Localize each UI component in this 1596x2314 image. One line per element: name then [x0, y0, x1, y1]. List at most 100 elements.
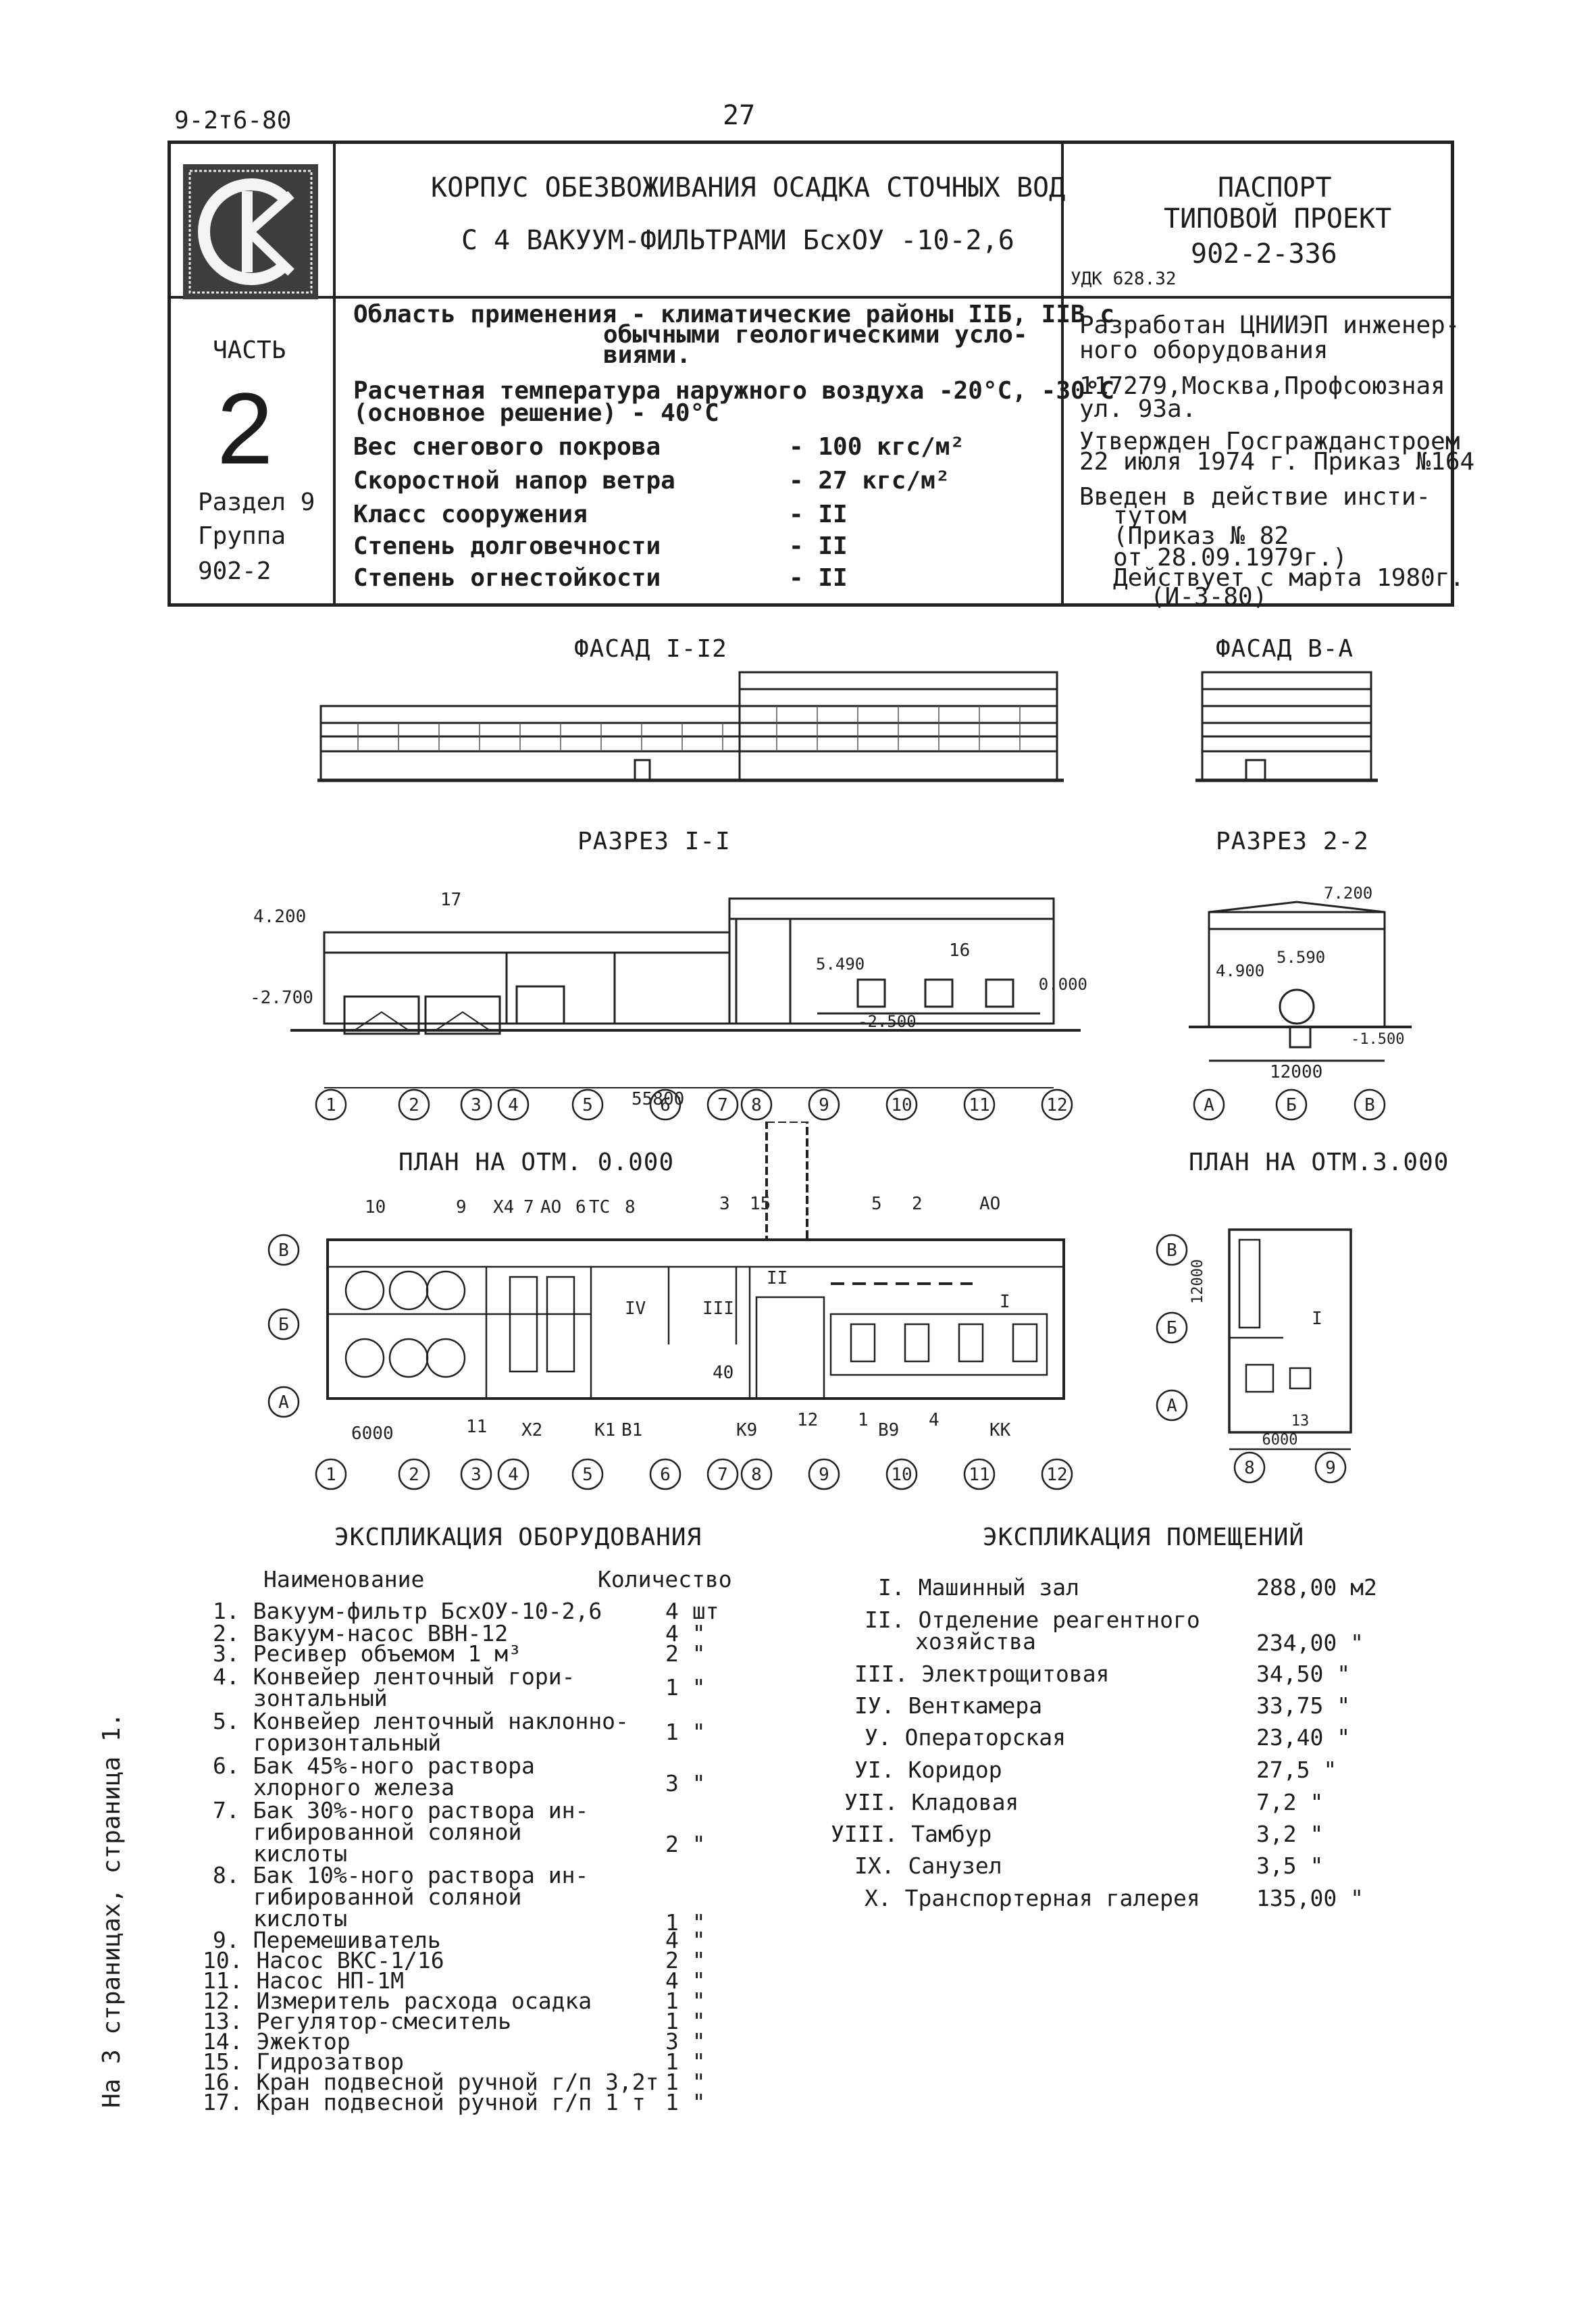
room-area: 3,5 " — [1256, 1853, 1324, 1879]
plan-callout: 11 — [466, 1417, 487, 1437]
plan-callout: 4 — [929, 1410, 939, 1430]
axis-label: 1 — [326, 1095, 336, 1115]
section-1-drawing: 4.200 -2.700 55800 17 16 5.490 0.000 -2.… — [250, 890, 1087, 1109]
rooms-table-title: ЭКСПЛИКАЦИЯ ПОМЕЩЕНИЙ — [983, 1524, 1305, 1551]
list-item: 14. Эжектор — [203, 2028, 351, 2055]
spec-value: - II — [789, 564, 848, 592]
typical-project-label: ТИПОВОЙ ПРОЕКТ — [1164, 203, 1392, 234]
page-number: 27 — [723, 100, 756, 131]
spec-label: Скоростной напор ветра — [353, 467, 675, 495]
axis-label: 12 — [1046, 1095, 1067, 1115]
axis-label: 10 — [891, 1095, 912, 1115]
section-label: Раздел 9 — [198, 488, 315, 516]
room-area: 234,00 " — [1256, 1630, 1364, 1656]
list-item-continuation: кислоты — [253, 1840, 348, 1867]
list-item-continuation: горизонтальный — [253, 1730, 442, 1756]
address-line1: 117279,Москва,Профсоюзная — [1079, 372, 1445, 400]
room-area: 3,2 " — [1256, 1821, 1324, 1847]
axis-label: А — [278, 1392, 289, 1413]
callout-label: 16 — [949, 940, 970, 961]
plan-1-title: ПЛАН НА ОТМ. 0.000 — [398, 1149, 675, 1176]
axis-label: Б — [278, 1315, 289, 1335]
axis-label: 7 — [717, 1465, 728, 1485]
spec-value: - 100 кгс/м² — [789, 433, 965, 461]
axis-label: 6 — [660, 1095, 671, 1115]
application-area-line1: Область применения - климатические район… — [353, 301, 1115, 328]
list-item: 4. Конвейер ленточный гори- — [213, 1663, 575, 1690]
axis-label: 11 — [969, 1095, 989, 1115]
divider — [333, 296, 1451, 299]
axis-label: 4 — [508, 1095, 519, 1115]
room-number: I — [1312, 1309, 1322, 1329]
list-item: 17. Кран подвесной ручной г/п 1 т — [203, 2089, 646, 2115]
list-item-continuation: гибированной соляной — [253, 1819, 522, 1845]
list-item: УI. Коридор — [854, 1757, 1002, 1783]
plan-callout: 6 — [575, 1197, 586, 1217]
plan-callout: 15 — [750, 1194, 771, 1214]
application-area-line3: виями. — [603, 341, 692, 369]
item-quantity: 4 шт — [665, 1598, 719, 1624]
list-item: 10. Насос ВКС-1/16 — [203, 1947, 444, 1973]
elevation-label: -2.700 — [250, 988, 313, 1008]
plan-2-title: ПЛАН НА ОТМ.3.000 — [1189, 1149, 1449, 1176]
divider — [1061, 144, 1064, 603]
institute-logo — [183, 164, 318, 299]
room-area: 27,5 " — [1256, 1757, 1337, 1783]
axis-label: 3 — [471, 1095, 482, 1115]
list-item: 12. Измеритель расхода осадка — [203, 1988, 592, 2014]
item-quantity: 4 " — [665, 1620, 706, 1646]
room-area: 288,00 м2 — [1256, 1574, 1377, 1601]
approval-line1: Утвержден Госгражданстроем — [1079, 428, 1460, 455]
plan-callout: B9 — [878, 1420, 899, 1440]
spec-label: Степень долговечности — [353, 532, 661, 560]
section-2-drawing: 7.200 4.900 5.590 -1.500 12000 — [1189, 885, 1412, 1081]
list-item-continuation: зонтальный — [253, 1685, 388, 1711]
udk-code: УДК 628.32 — [1071, 269, 1177, 289]
list-item-continuation: хлорного железа — [253, 1774, 455, 1801]
project-number: 902-2-336 — [1191, 238, 1337, 270]
list-item: 16. Кран подвесной ручной г/п 3,2т — [203, 2069, 659, 2095]
facade-2-drawing — [1195, 671, 1378, 782]
order-date: от 28.09.1979г.) — [1113, 544, 1347, 572]
equipment-table-title: ЭКСПЛИКАЦИЯ ОБОРУДОВАНИЯ — [334, 1524, 702, 1551]
spec-label: Вес снегового покрова — [353, 433, 661, 461]
plan-callout: ТС — [589, 1197, 610, 1217]
axis-label: 5 — [582, 1465, 593, 1485]
list-item: II. Отделение реагентного — [865, 1607, 1200, 1633]
axis-label: В — [1166, 1240, 1177, 1261]
item-quantity: 1 " — [665, 1988, 706, 2014]
item-quantity: 1 " — [665, 1674, 706, 1701]
axis-label: 12 — [1046, 1465, 1067, 1485]
design-temperature-line1: Расчетная температура наружного воздуха … — [353, 377, 1115, 405]
room-number: I — [1000, 1292, 1010, 1312]
section-1-title: РАЗРЕЗ I-I — [577, 828, 731, 855]
dimension-label: 6000 — [1262, 1432, 1298, 1449]
plan-1-drawing: 10 9 X4 7 АО 6 ТС 8 3 15 5 2 АО 11 X2 K1… — [326, 1122, 1065, 1444]
room-area: 23,40 " — [1256, 1724, 1351, 1751]
spec-label: Степень огнестойкости — [353, 564, 661, 592]
item-quantity: 1 " — [665, 2069, 706, 2095]
elevation-label: 0.000 — [1039, 975, 1087, 994]
plan-callout: 40 — [713, 1363, 733, 1383]
axis-label: 6 — [660, 1465, 671, 1485]
axis-label: 1 — [326, 1465, 336, 1485]
developer-line2: ного оборудования — [1079, 336, 1329, 364]
axis-label: Б — [1166, 1318, 1177, 1338]
list-item: 1. Вакуум-фильтр БсхОУ-10-2,6 — [213, 1598, 602, 1624]
list-item: 9. Перемешиватель — [213, 1927, 441, 1953]
dimension-label: 12000 — [1270, 1062, 1322, 1081]
item-quantity: 1 " — [665, 1719, 706, 1745]
plan-callout: 12 — [797, 1410, 818, 1430]
spec-value: - 27 кгс/м² — [789, 467, 950, 495]
plan-callout: АО — [540, 1197, 561, 1217]
item-quantity: 4 " — [665, 1927, 706, 1953]
plan-callout: B1 — [621, 1420, 642, 1440]
axis-label: 10 — [891, 1465, 912, 1485]
axis-label: 2 — [409, 1095, 419, 1115]
list-item: III. Электрощитовая — [854, 1661, 1110, 1687]
group-code: 902-2 — [198, 557, 272, 585]
elevation-label: -1.500 — [1351, 1031, 1404, 1048]
approval-line2: 22 июля 1974 г. Приказ №164 — [1079, 448, 1475, 476]
axis-label: 9 — [819, 1095, 829, 1115]
axis-label: 9 — [819, 1465, 829, 1485]
